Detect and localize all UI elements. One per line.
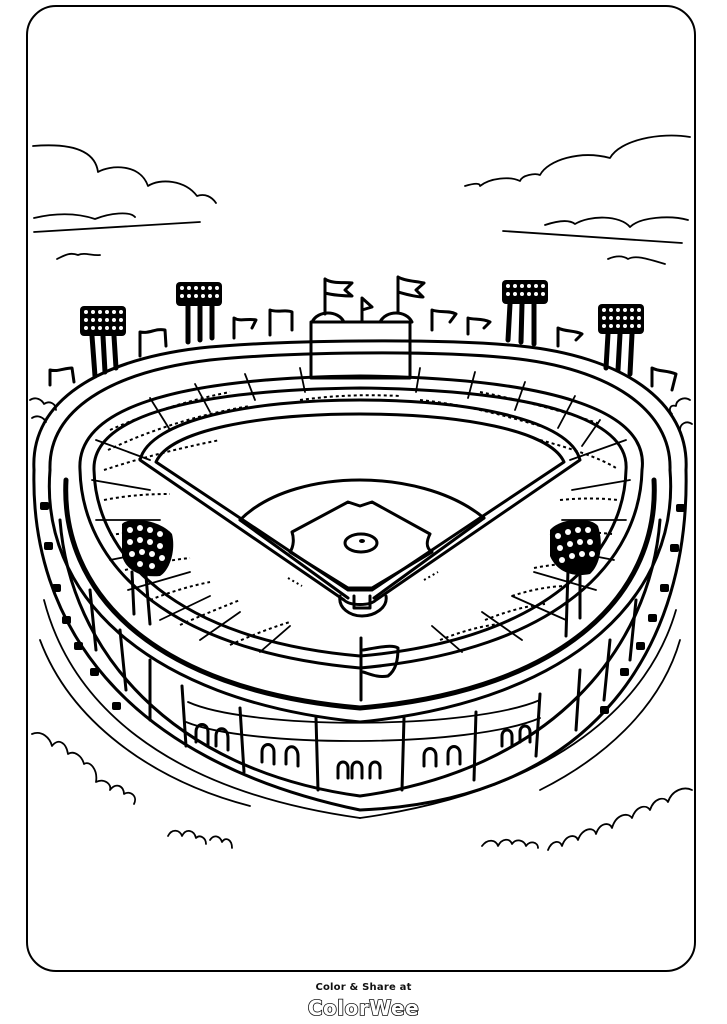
floodlight-icon: [176, 282, 222, 345]
floodlight-icon: [122, 519, 174, 626]
pennant-flag-icon: [48, 308, 678, 392]
bush-icon: [31, 732, 693, 851]
scoreboard: [309, 275, 426, 380]
brand-logo[interactable]: ColorWee: [307, 995, 420, 1021]
floodlight-icon: [598, 304, 644, 377]
floodlight-icon: [80, 306, 126, 379]
page-frame: [26, 5, 696, 972]
cloud-icon: [464, 134, 691, 265]
pennant-flag-icon: [359, 636, 400, 702]
stadium-structure: [32, 339, 688, 819]
baseball-field: [138, 398, 582, 618]
floodlight-icon: [550, 519, 601, 638]
floodlight-icon: [502, 280, 548, 347]
footer-caption: Color & Share at: [315, 982, 412, 993]
cloud-icon: [32, 144, 217, 260]
